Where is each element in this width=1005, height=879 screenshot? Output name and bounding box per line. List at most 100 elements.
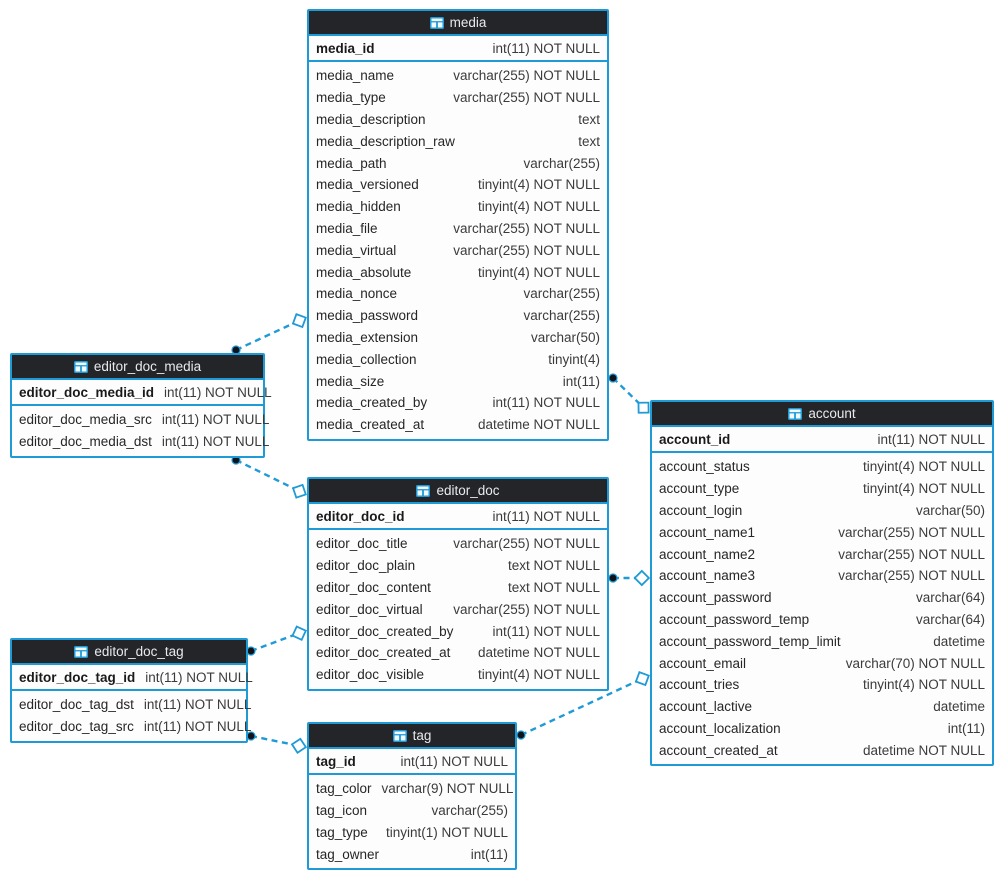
field-name: account_name1 — [659, 524, 756, 540]
field-row: media_size int(11) — [309, 370, 607, 392]
field-type: tinyint(4) NOT NULL — [477, 667, 600, 683]
field-type: varchar(255) NOT NULL — [838, 524, 985, 540]
primary-key-row: media_id int(11) NOT NULL — [309, 36, 607, 62]
entity-media[interactable]: media media_id int(11) NOT NULL media_na… — [307, 9, 609, 441]
entity-header-editor-doc-media: editor_doc_media — [12, 355, 263, 380]
table-icon — [74, 645, 89, 658]
field-name: account_password — [659, 590, 772, 606]
field-name: media_path — [316, 155, 387, 171]
field-type: varchar(255) — [523, 308, 600, 324]
field-type: varchar(70) NOT NULL — [845, 655, 985, 671]
relationship-editor_doc_tag-to-editor_doc — [246, 625, 308, 656]
entity-account[interactable]: account account_id int(11) NOT NULL acco… — [650, 400, 994, 767]
field-name: account_lactive — [659, 699, 753, 715]
field-type: tinyint(4) NOT NULL — [862, 481, 985, 497]
field-type: int(11) NOT NULL — [161, 434, 270, 450]
field-name: media_size — [316, 373, 385, 389]
entity-title: account — [808, 405, 856, 421]
field-type: int(11) — [562, 373, 600, 389]
relationship-media-to-account — [608, 373, 650, 414]
field-type: int(11) NOT NULL — [164, 384, 272, 400]
relationship-endpoint-dot — [246, 646, 256, 656]
field-name: editor_doc_tag_id — [19, 669, 136, 685]
field-type: varchar(64) — [915, 590, 985, 606]
field-name: account_tries — [659, 677, 740, 693]
field-type: datetime NOT NULL — [477, 417, 600, 433]
field-name: editor_doc_content — [316, 579, 431, 595]
field-name: editor_doc_plain — [316, 558, 416, 574]
relationship-editor_doc-to-account — [608, 569, 651, 587]
table-icon — [416, 484, 431, 497]
entity-editor-doc[interactable]: editor_doc editor_doc_id int(11) NOT NUL… — [307, 477, 609, 691]
entity-header-tag: tag — [309, 724, 515, 749]
field-row: account_localization int(11) — [652, 718, 992, 740]
field-name: media_type — [316, 90, 386, 106]
relationship-endpoint-diamond — [291, 625, 308, 641]
primary-key-row: account_id int(11) NOT NULL — [652, 427, 992, 453]
field-name: tag_owner — [316, 846, 380, 862]
field-name: account_type — [659, 481, 740, 497]
field-type: datetime — [933, 699, 985, 715]
field-type: tinyint(4) — [548, 351, 600, 367]
entity-editor-doc-tag[interactable]: editor_doc_tag editor_doc_tag_id int(11)… — [10, 638, 253, 743]
entity-editor-doc-media[interactable]: editor_doc_media editor_doc_media_id int… — [10, 353, 272, 458]
field-type: varchar(9) NOT NULL — [381, 781, 514, 797]
field-name: editor_doc_media_src — [19, 412, 152, 428]
field-row: account_name1 varchar(255) NOT NULL — [652, 521, 992, 543]
field-name: media_file — [316, 220, 378, 236]
entity-title: tag — [412, 727, 432, 743]
field-name: editor_doc_title — [316, 536, 408, 552]
field-name: account_password_temp — [659, 611, 810, 627]
field-type: text — [578, 133, 600, 149]
field-type: varchar(255) NOT NULL — [838, 568, 985, 584]
field-type: int(11) NOT NULL — [492, 395, 600, 411]
relationship-endpoint-diamond — [291, 483, 307, 499]
field-name: account_status — [659, 459, 750, 475]
table-icon — [73, 360, 88, 373]
field-type: int(11) NOT NULL — [492, 40, 600, 56]
field-row: account_type tinyint(4) NOT NULL — [652, 478, 992, 500]
field-type: int(11) — [947, 720, 985, 736]
field-name: tag_id — [316, 753, 356, 769]
field-type: int(11) NOT NULL — [143, 697, 252, 713]
field-name: account_name2 — [659, 546, 756, 562]
field-name: account_localization — [659, 720, 781, 736]
relationship-endpoint-diamond — [290, 737, 308, 754]
primary-key-row: editor_doc_id int(11) NOT NULL — [309, 504, 607, 530]
field-name: editor_doc_tag_src — [19, 719, 134, 735]
field-type: varchar(255) NOT NULL — [453, 601, 600, 617]
field-type: varchar(255) NOT NULL — [453, 68, 600, 84]
relationship-endpoint-diamond — [637, 401, 650, 414]
relationship-endpoint-dot — [608, 373, 618, 383]
relationship-endpoint-diamond — [291, 313, 307, 329]
entity-title: editor_doc — [436, 482, 500, 498]
field-name: account_id — [659, 431, 731, 447]
field-name: editor_doc_created_at — [316, 645, 451, 661]
